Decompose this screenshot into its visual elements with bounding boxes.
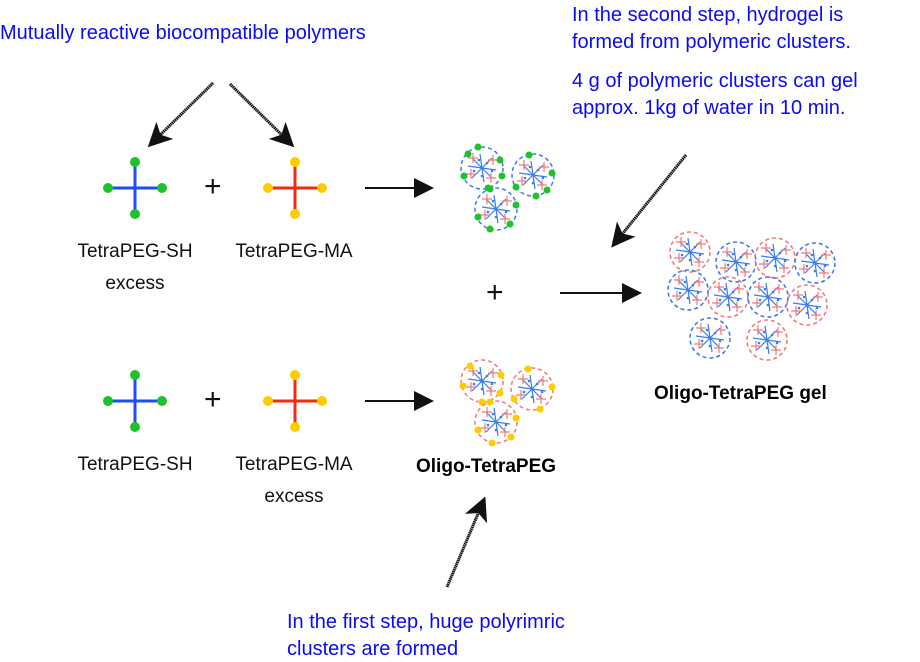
annotation-arrow-second-step [611,154,688,248]
annotation-second-step-line2: formed from polymeric clusters. [572,31,851,53]
fork-arrow-right [228,82,295,148]
label-tetrapeg-sh-row2: TetraPEG-SH [77,454,193,475]
tetrapeg-sh-icon [103,157,167,219]
annotation-first-step-line2: clusters are formed [287,638,459,660]
annotation-gel-capacity-line2: approx. 1kg of water in 10 min. [572,97,846,119]
annotation-first-step-line1: In the first step, huge polyrimric [287,611,565,633]
ma-cluster-group [459,359,556,447]
tetrapeg-ma-icon [263,157,327,219]
plus-sign-row1: + [204,170,222,203]
tetrapeg-sh-icon [103,370,167,432]
plus-sign-middle: + [486,276,504,309]
label-oligo-tetrapeg: Oligo-TetraPEG [416,456,557,477]
sh-cluster-group [460,143,556,233]
annotation-gel-capacity-line1: 4 g of polymeric clusters can gel [572,70,858,92]
label-tetrapeg-ma-row1: TetraPEG-MA [235,241,353,262]
fork-arrow-left [147,81,215,148]
annotation-second-step-line1: In the second step, hydrogel is [572,4,844,26]
label-excess-sh: excess [105,273,165,294]
label-excess-ma: excess [264,486,324,507]
label-tetrapeg-sh-row1: TetraPEG-SH [77,241,193,262]
plus-sign-row2: + [204,383,222,416]
annotation-polymers: Mutually reactive biocompatible polymers [0,22,366,44]
tetrapeg-ma-icon [263,370,327,432]
annotation-arrow-first-step [445,496,488,588]
label-tetrapeg-ma-row2: TetraPEG-MA [235,454,353,475]
label-oligo-tetrapeg-gel: Oligo-TetraPEG gel [654,383,827,404]
gel-network [667,231,836,361]
